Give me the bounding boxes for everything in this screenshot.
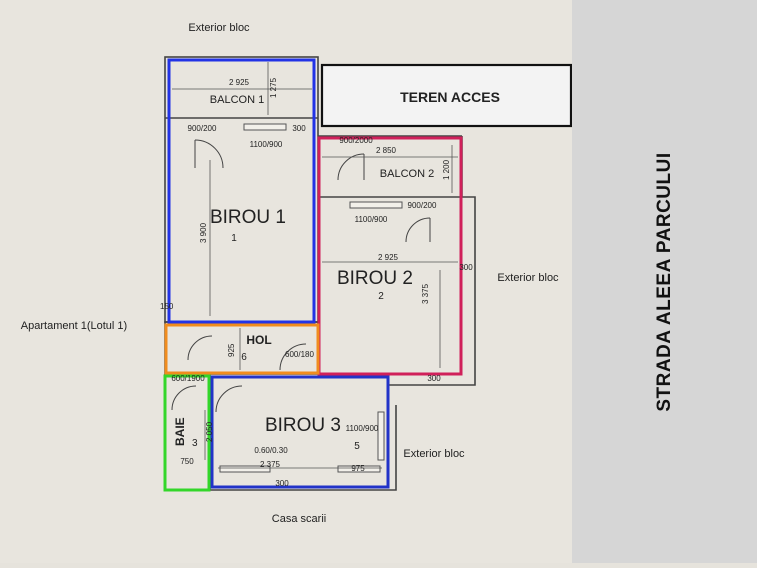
teren-acces-box	[320, 63, 573, 128]
stairwell-label: Casa scarii	[272, 513, 326, 525]
svg-text:600/1900: 600/1900	[171, 374, 205, 383]
doors	[171, 139, 431, 413]
room-hol-number: 6	[241, 352, 247, 363]
wall-right-ext	[389, 196, 476, 386]
room-birou3-number: 5	[354, 441, 360, 452]
svg-text:0.60/0.30: 0.60/0.30	[254, 446, 288, 455]
door-hol	[187, 335, 213, 361]
floor-plan-drawing: TEREN ACCES Exterior bloc Exterior bloc …	[21, 22, 573, 525]
svg-text:3 900: 3 900	[199, 222, 208, 243]
svg-text:2 925: 2 925	[378, 253, 399, 262]
svg-text:1 275: 1 275	[269, 77, 278, 98]
room-baie-number: 3	[192, 438, 198, 449]
room-balcon2-name: BALCON 2	[380, 168, 434, 180]
svg-text:1100/900: 1100/900	[346, 424, 379, 433]
svg-text:1100/900: 1100/900	[355, 215, 388, 224]
svg-text:2 050: 2 050	[205, 421, 214, 442]
street-panel: STRADA ALEEA PARCULUI	[572, 0, 757, 563]
svg-text:925: 925	[227, 343, 236, 357]
door-birou2	[405, 217, 431, 243]
wall-hol	[164, 321, 319, 375]
door-balcon1	[194, 139, 224, 169]
room-hol-name: HOL	[246, 333, 271, 347]
svg-text:1100/900: 1100/900	[250, 140, 283, 149]
outline-birou2	[317, 136, 463, 376]
svg-text:750: 750	[180, 457, 194, 466]
teren-acces-label: TEREN ACCES	[400, 89, 500, 105]
svg-text:900/2000: 900/2000	[339, 136, 373, 145]
svg-text:975: 975	[351, 464, 365, 473]
windows	[219, 123, 403, 473]
room-outlines	[163, 58, 463, 492]
exterior-bottom-right-label: Exterior bloc	[403, 448, 465, 460]
outline-birou3	[210, 375, 390, 489]
svg-text:150: 150	[160, 302, 174, 311]
svg-text:600/180: 600/180	[285, 350, 314, 359]
door-balcon2	[337, 153, 365, 181]
window-balcon2	[349, 201, 403, 209]
window-birou3-a	[219, 465, 271, 473]
outline-hol	[164, 323, 320, 375]
floor-plan: TEREN ACCES Exterior bloc Exterior bloc …	[20, 22, 573, 525]
street-label: STRADA ALEEA PARCULUI	[653, 151, 675, 412]
svg-text:3 375: 3 375	[421, 283, 430, 304]
svg-text:2 925: 2 925	[229, 78, 250, 87]
room-birou3-name: BIROU 3	[265, 415, 341, 436]
svg-text:300: 300	[459, 263, 473, 272]
window-birou3-side	[377, 411, 385, 461]
door-birou3	[215, 385, 243, 413]
svg-text:2 850: 2 850	[376, 146, 397, 155]
room-balcon1-name: BALCON 1	[210, 94, 264, 106]
door-baie	[171, 385, 197, 411]
outline-baie	[163, 374, 211, 492]
svg-text:300: 300	[275, 479, 289, 488]
svg-text:900/200: 900/200	[188, 124, 217, 133]
window-balcon1	[243, 123, 287, 131]
window-birou3-b	[337, 465, 381, 473]
dimension-lines	[172, 62, 458, 469]
room-baie-name: BAIE	[173, 417, 187, 446]
svg-text:2 375: 2 375	[260, 460, 281, 469]
room-birou1-name: BIROU 1	[210, 207, 286, 228]
door-hol-exit	[279, 343, 307, 371]
apartment-label: Apartament 1(Lotul 1)	[21, 320, 127, 332]
svg-text:1 200: 1 200	[442, 159, 451, 180]
dimension-labels: 2 925 1 275 900/200 300 1100/900 900/200…	[160, 77, 473, 488]
exterior-right-label: Exterior bloc	[497, 272, 559, 284]
svg-text:300: 300	[427, 374, 441, 383]
svg-text:900/200: 900/200	[408, 201, 437, 210]
exterior-top-label: Exterior bloc	[188, 22, 250, 34]
room-birou2-number: 2	[378, 291, 384, 302]
room-birou1-number: 1	[231, 233, 237, 244]
outline-birou1	[167, 58, 316, 324]
svg-text:300: 300	[292, 124, 306, 133]
room-birou2-name: BIROU 2	[337, 268, 413, 289]
